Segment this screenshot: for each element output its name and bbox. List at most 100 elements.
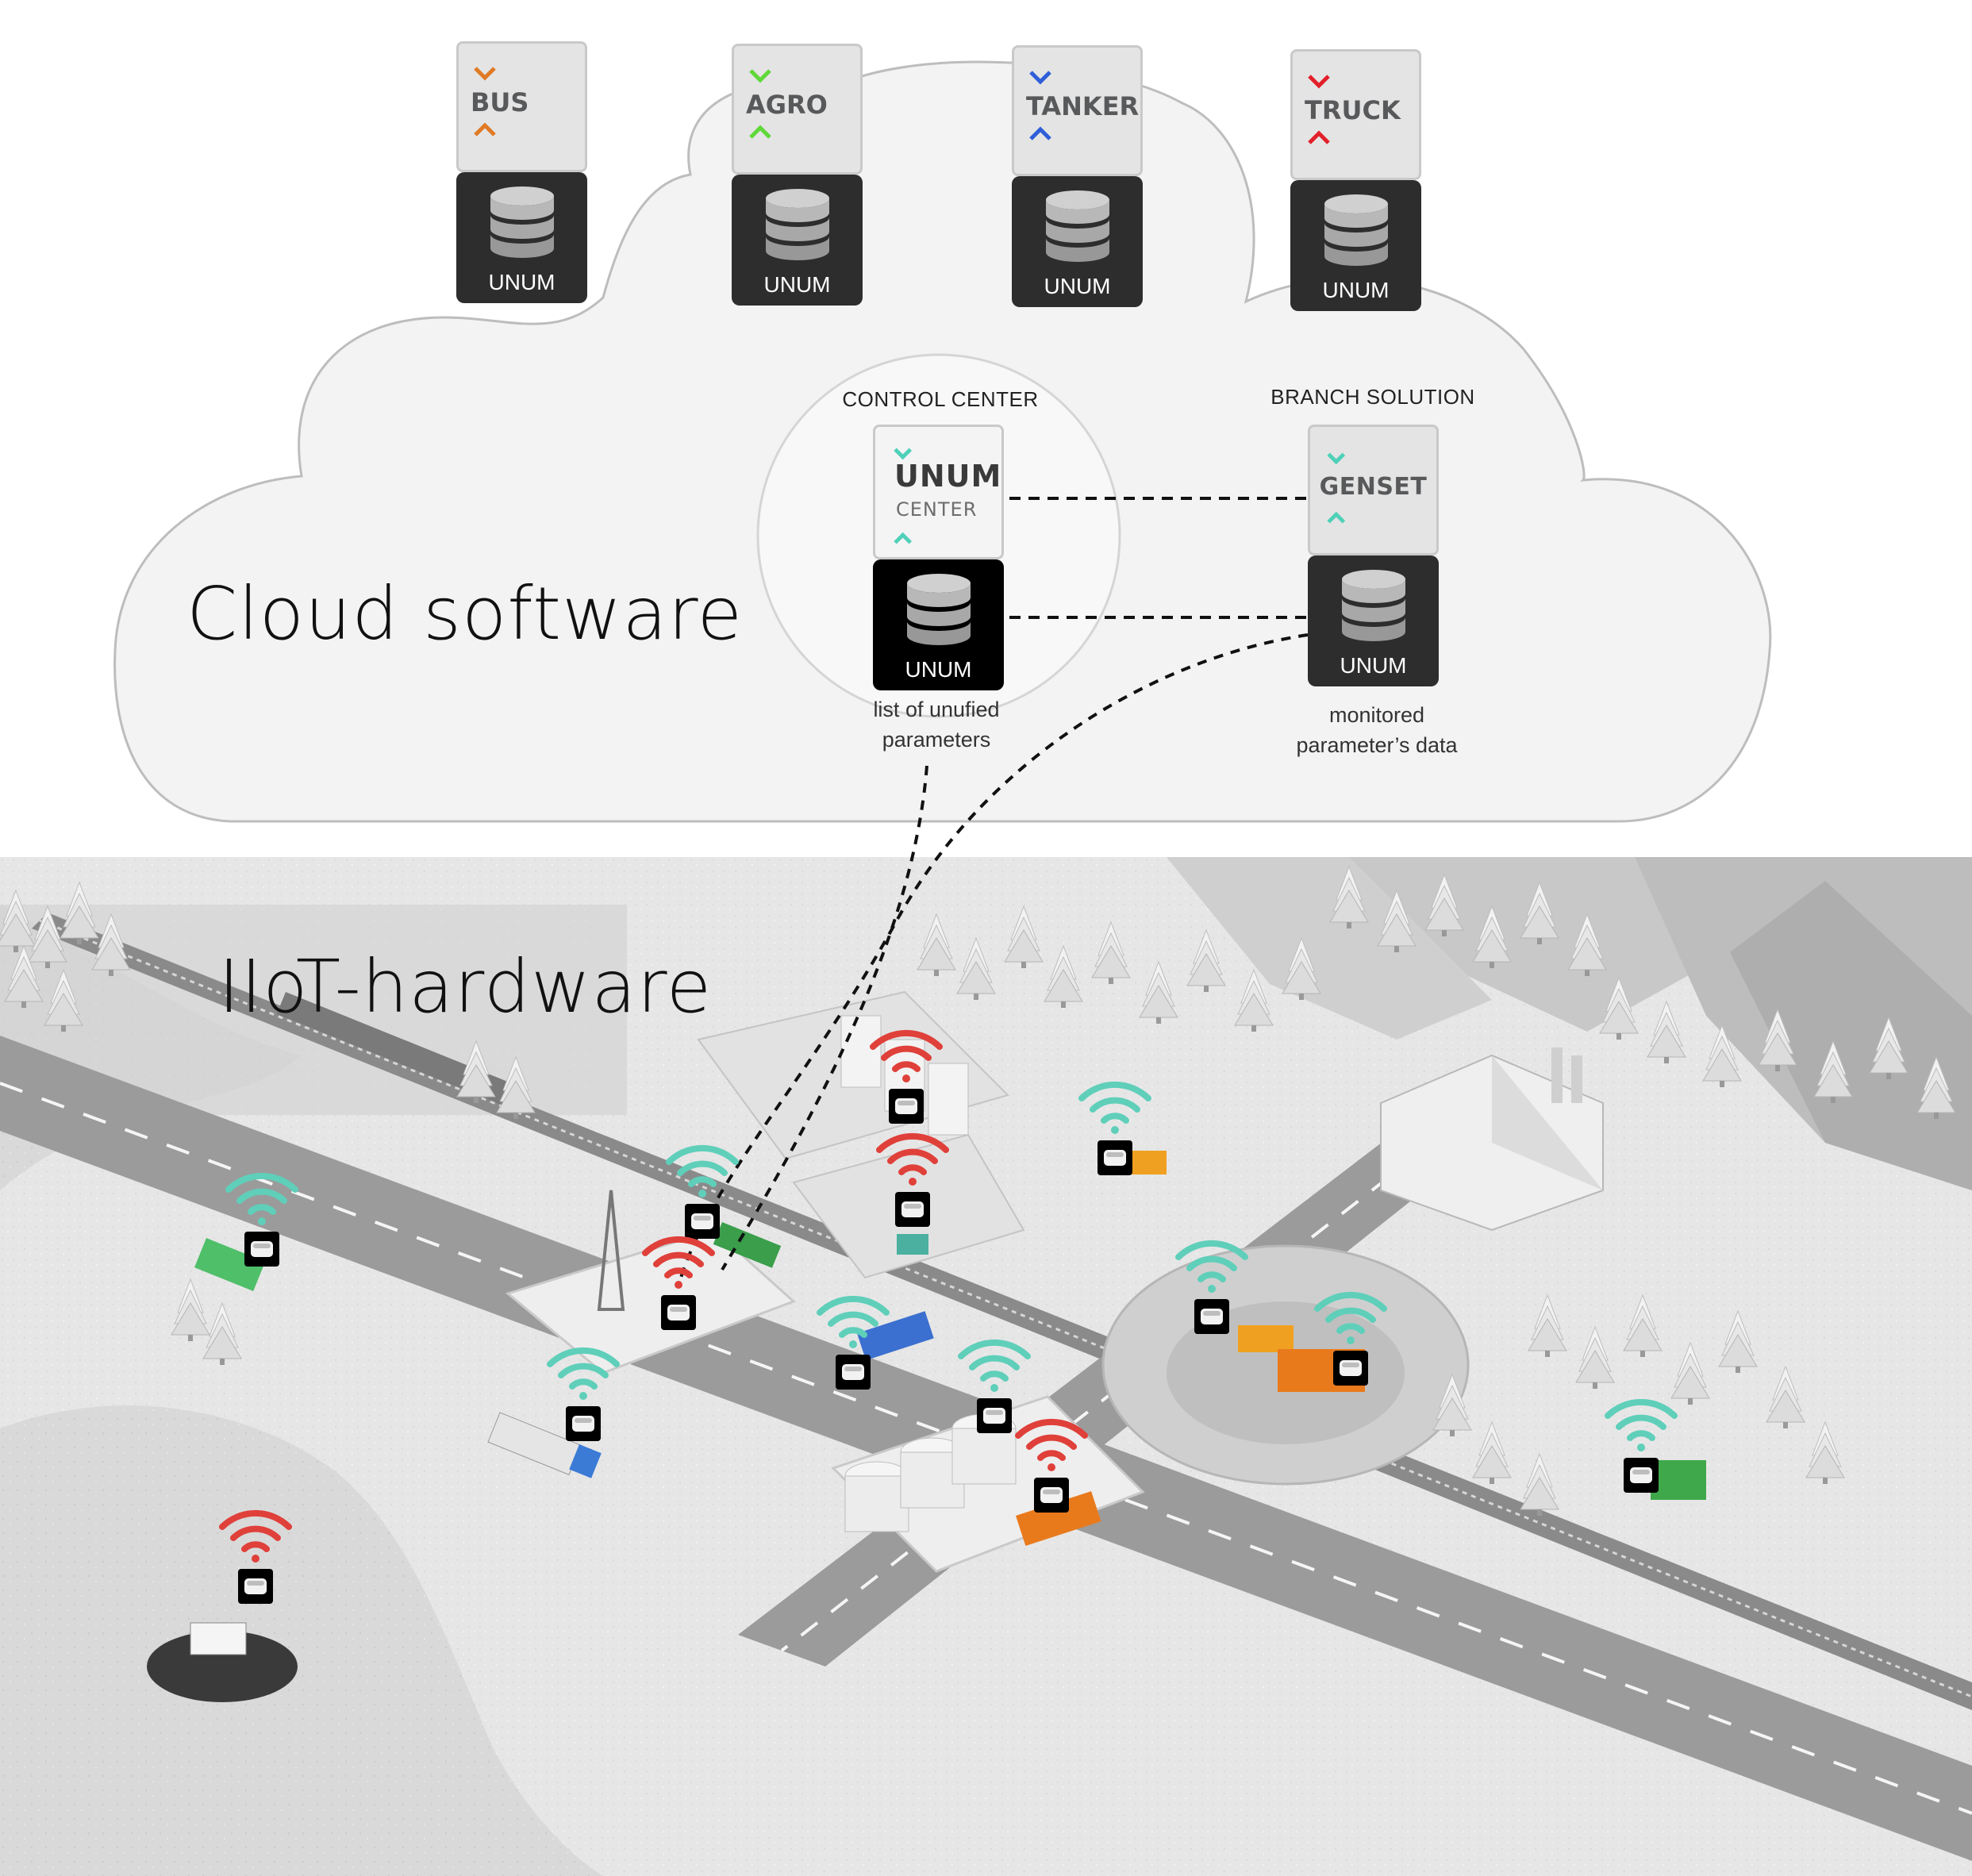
wifi-signal-icon [642, 1236, 715, 1289]
center-logo-text: CENTER [896, 498, 978, 521]
module-agro-tile[interactable] [732, 44, 863, 175]
control-center-heading: CONTROL CENTER [842, 387, 1039, 411]
iot-device-icon [566, 1406, 601, 1441]
caption-line: parameters [882, 728, 991, 752]
chevron-up-icon [749, 125, 771, 139]
iot-device-marker[interactable] [867, 1020, 946, 1131]
chevron-down-icon [749, 69, 771, 83]
chevron-up-icon [474, 122, 496, 136]
wifi-signal-icon [547, 1347, 620, 1400]
iot-device-marker[interactable] [639, 1226, 718, 1337]
branch-solution-heading: BRANCH SOLUTION [1270, 385, 1475, 409]
database-label: UNUM [905, 657, 972, 682]
database-icon [490, 186, 554, 258]
iot-device-icon [895, 1192, 930, 1227]
iot-device-marker[interactable] [813, 1286, 893, 1397]
iot-device-icon [661, 1295, 696, 1330]
iot-device-marker[interactable] [544, 1337, 623, 1448]
module-bus-tile-content: BUS [456, 41, 587, 172]
module-bus-tile[interactable] [456, 41, 587, 172]
iot-device-marker[interactable] [222, 1163, 302, 1274]
database-label: UNUM [488, 270, 555, 294]
module-agro-database-content: UNUM [732, 175, 863, 306]
control-center-caption: list of unufied parameters [817, 694, 1055, 755]
module-label: BUS [471, 87, 529, 117]
iot-device-marker[interactable] [1311, 1282, 1390, 1393]
iot-device-icon [1097, 1140, 1132, 1175]
iot-device-marker[interactable] [663, 1135, 742, 1246]
wifi-signal-icon [817, 1295, 890, 1348]
iot-device-icon [1034, 1478, 1069, 1513]
database-icon [907, 574, 971, 645]
caption-line: list of unufied [873, 698, 1000, 721]
iot-device-icon [977, 1398, 1012, 1433]
iiot-scene [0, 857, 1972, 1876]
database-label: UNUM [1340, 653, 1407, 678]
module-truck-tile-content: TRUCK [1290, 49, 1421, 180]
iot-device-marker[interactable] [873, 1123, 952, 1234]
wifi-signal-icon [1314, 1291, 1387, 1344]
genset-database[interactable]: UNUM [1308, 555, 1439, 686]
iot-device-icon [889, 1089, 924, 1124]
chevron-up-icon [1308, 130, 1330, 144]
chevron-down-icon [1308, 75, 1330, 89]
database-icon [1046, 190, 1109, 262]
database-label: UNUM [1044, 274, 1111, 298]
database-icon [1342, 570, 1405, 641]
iot-device-marker[interactable] [1075, 1071, 1155, 1182]
connectors [679, 497, 1309, 1278]
chevron-up-icon [1327, 511, 1346, 524]
iot-device-marker[interactable] [955, 1329, 1034, 1440]
database-icon [766, 189, 829, 260]
module-label: TRUCK [1305, 95, 1401, 125]
wifi-signal-icon [1078, 1081, 1151, 1134]
wifi-signal-icon [1175, 1240, 1248, 1293]
iot-device-marker[interactable] [1601, 1389, 1681, 1500]
hardware-title: IIoT-hardware [218, 944, 713, 1029]
iot-device-icon [685, 1204, 720, 1239]
iot-device-icon [836, 1355, 871, 1390]
genset-label: GENSET [1319, 473, 1428, 501]
chevron-up-icon [1029, 126, 1051, 140]
chevron-down-icon [474, 67, 496, 81]
unum-center-tile[interactable]: UNUM CENTER [873, 425, 1004, 559]
wifi-signal-icon [666, 1144, 739, 1197]
control-center-database[interactable]: UNUM [873, 559, 1004, 690]
iot-device-icon [238, 1569, 273, 1604]
unum-logo-text: UNUM [894, 459, 1002, 494]
chevron-up-icon [894, 532, 913, 544]
wifi-signal-icon [876, 1132, 949, 1186]
genset-tile[interactable]: GENSET [1308, 425, 1439, 555]
branch-solution-caption: monitored parameter’s data [1254, 700, 1500, 760]
module-truck-database-content: UNUM [1290, 180, 1421, 311]
module-tanker-tile-content: TANKER [1012, 45, 1143, 176]
iot-device-icon [244, 1232, 279, 1267]
iot-device-marker[interactable] [216, 1500, 295, 1611]
wifi-signal-icon [870, 1029, 943, 1082]
iot-device-marker[interactable] [1172, 1230, 1251, 1341]
database-label: UNUM [763, 272, 831, 297]
module-tanker-database-content: UNUM [1012, 176, 1143, 307]
iot-device-icon [1194, 1299, 1229, 1334]
module-label: TANKER [1026, 91, 1140, 121]
wifi-signal-icon [958, 1339, 1031, 1392]
iot-device-icon [1333, 1351, 1368, 1386]
chevron-down-icon [1327, 452, 1346, 465]
caption-line: monitored [1328, 703, 1425, 727]
iot-device-marker[interactable] [1012, 1409, 1091, 1520]
module-tanker-tile[interactable] [1012, 45, 1143, 176]
module-label: AGRO [746, 90, 828, 120]
cloud-title: Cloud software [186, 571, 744, 656]
module-truck-tile[interactable] [1290, 49, 1421, 180]
wifi-signal-icon [225, 1172, 298, 1225]
database-icon [1324, 194, 1388, 266]
wifi-signal-icon [1015, 1418, 1088, 1471]
chevron-down-icon [1029, 71, 1051, 85]
module-bus-database-content: UNUM [456, 172, 587, 303]
chevron-down-icon [894, 448, 913, 460]
caption-line: parameter’s data [1296, 733, 1458, 757]
wifi-signal-icon [219, 1509, 292, 1563]
module-agro-tile-content: AGRO [732, 44, 863, 175]
database-label: UNUM [1322, 278, 1390, 302]
